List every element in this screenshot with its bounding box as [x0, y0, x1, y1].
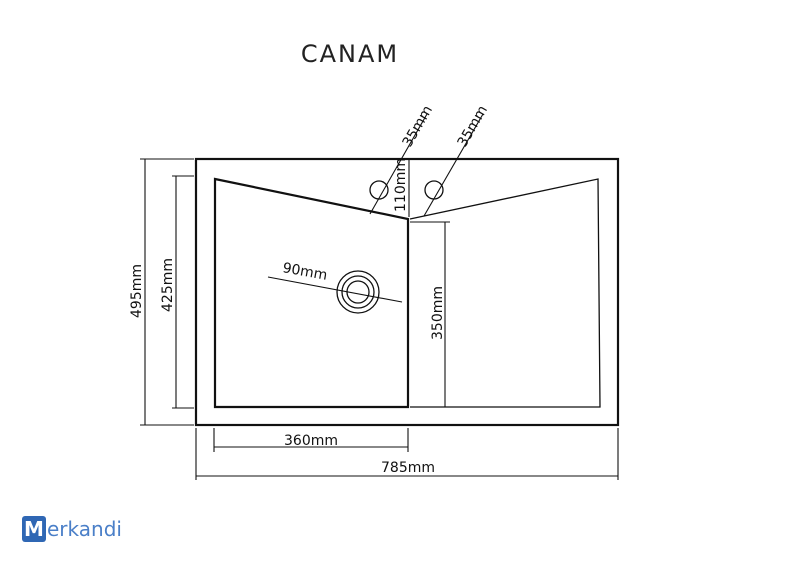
drain-label: 90mm — [281, 260, 328, 284]
drainboard-height-label: 350mm — [430, 286, 446, 340]
dimension-drain: 90mm — [267, 260, 403, 303]
dimension-bowl-height: 425mm — [160, 175, 194, 409]
drainboard-outline — [409, 178, 601, 408]
total-height-label: 495mm — [129, 264, 145, 318]
hole-left-label: 35mm — [400, 103, 436, 150]
hole-offset-label: 110mm — [393, 158, 409, 212]
dimension-hole-offset: 110mm — [393, 158, 410, 217]
total-width-label: 785mm — [381, 460, 435, 476]
dimension-bowl-width: 360mm — [213, 428, 409, 452]
product-title: CANAM — [301, 40, 399, 68]
bowl-outline — [213, 177, 410, 409]
merkandi-logo: M erkandi — [22, 516, 122, 542]
dimension-total-height: 495mm — [129, 158, 194, 426]
hole-right-label: 35mm — [455, 103, 491, 150]
bowl-height-label: 425mm — [160, 258, 176, 312]
sink-outer-outline — [194, 157, 620, 427]
dimension-total-width: 785mm — [195, 428, 619, 480]
bowl-width-label: 360mm — [284, 433, 338, 449]
tap-hole-right — [424, 180, 444, 200]
drain — [336, 270, 380, 314]
logo-text: erkandi — [47, 517, 122, 541]
dimension-drainboard-height: 350mm — [410, 221, 450, 407]
logo-mark: M — [22, 516, 46, 542]
tap-hole-left — [369, 180, 389, 200]
